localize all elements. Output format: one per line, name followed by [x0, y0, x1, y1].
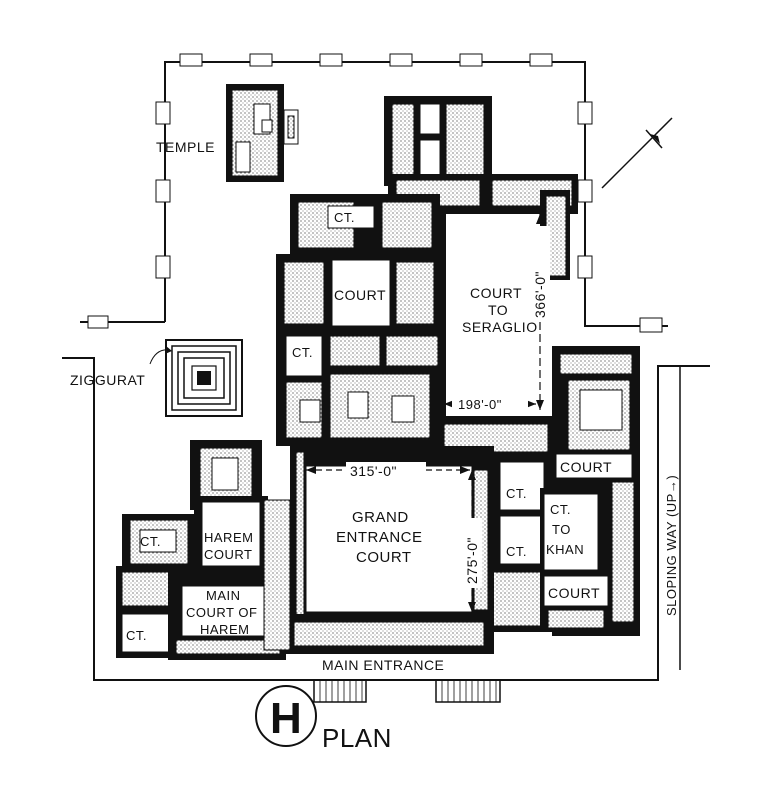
label-grand-2: ENTRANCE: [336, 529, 423, 546]
ziggurat-building: [149, 339, 243, 417]
label-sloping-way: SLOPING WAY (UP→): [664, 475, 679, 616]
lower-terrace-wall: [62, 357, 710, 703]
label-ct-khan-3: KHAN: [546, 542, 584, 557]
label-main-harem-3: HAREM: [200, 622, 249, 637]
label-court-right: COURT: [560, 459, 612, 475]
plan-letter: H: [270, 694, 302, 743]
upper-terrace-wall: [80, 53, 668, 333]
label-ct-khan-2: TO: [552, 522, 571, 537]
label-harem-court-2: COURT: [204, 547, 252, 562]
label-ct-khan-1: CT.: [550, 502, 571, 517]
dim-label-315: 315'-0": [350, 463, 397, 479]
label-ct-bottom-left: CT.: [126, 628, 147, 643]
label-ct-top: CT.: [334, 210, 355, 225]
label-main-harem-2: COURT OF: [186, 605, 257, 620]
label-ct-mid2: CT.: [506, 544, 527, 559]
label-harem-court-1: HAREM: [204, 530, 253, 545]
label-grand-3: COURT: [356, 549, 412, 566]
label-main-entrance: MAIN ENTRANCE: [322, 657, 444, 673]
label-court-seraglio-1: COURT: [470, 285, 522, 301]
label-court-seraglio-3: SERAGLIO: [462, 319, 538, 335]
label-ct-harem: CT.: [140, 534, 161, 549]
temple-building: [226, 84, 299, 182]
label-main-harem-1: MAIN: [206, 588, 241, 603]
dim-label-366: 366'-0": [532, 271, 548, 318]
label-ct-left: CT.: [292, 345, 313, 360]
label-ziggurat: ZIGGURAT: [70, 372, 145, 388]
label-court-seraglio-2: TO: [488, 302, 508, 318]
label-grand-1: GRAND: [352, 509, 409, 526]
plan-title-text: PLAN: [322, 723, 392, 753]
plan-title: H PLAN: [255, 685, 392, 753]
label-ct-mid1: CT.: [506, 486, 527, 501]
label-temple: TEMPLE: [156, 139, 215, 155]
dim-label-275: 275'-0": [464, 537, 480, 584]
dim-label-198: 198'-0": [458, 397, 502, 412]
label-court-low-right: COURT: [548, 585, 600, 601]
label-court-upper: COURT: [334, 287, 386, 303]
palace-walls: [116, 96, 640, 660]
north-arrow-icon: [601, 117, 673, 189]
